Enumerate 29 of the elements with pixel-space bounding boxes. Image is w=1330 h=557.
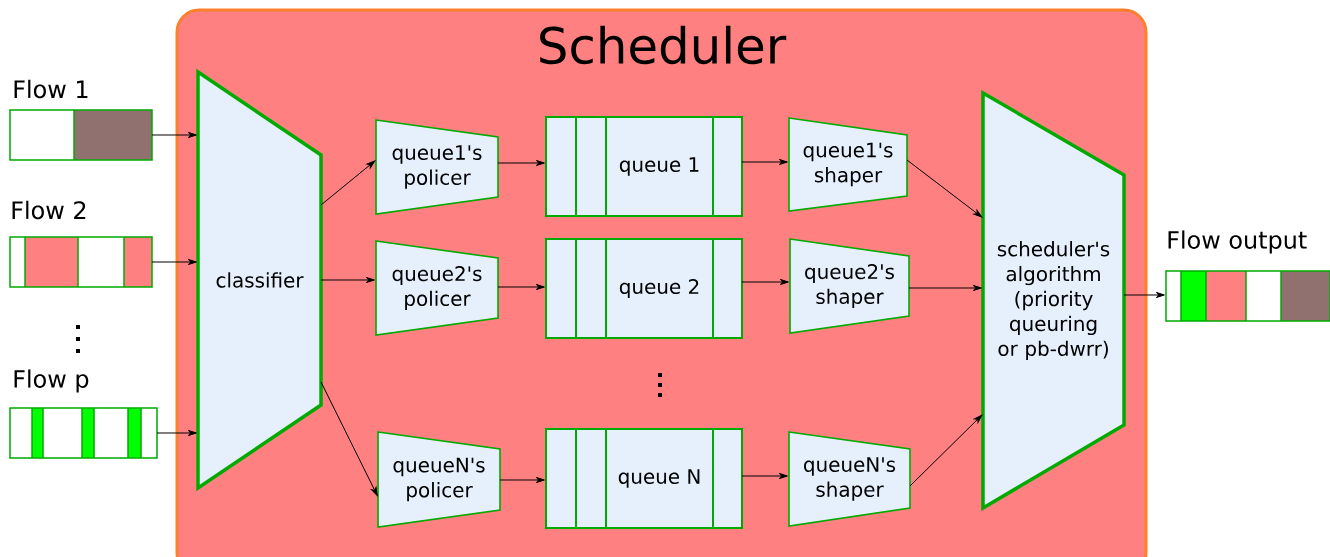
- arrow: [908, 284, 982, 291]
- policer-trapezoid: queueN's policer: [377, 431, 501, 528]
- policer-trapezoid: queue2's policer: [375, 240, 499, 336]
- arrow: [499, 476, 545, 483]
- arrow: [497, 159, 545, 166]
- arrow: [156, 429, 197, 436]
- flow-label: Flow p: [14, 369, 89, 393]
- arrow: [906, 159, 983, 218]
- flow-label: Flow output: [1168, 230, 1307, 254]
- shaper-trapezoid: queue2's shaper: [789, 238, 910, 334]
- shaper-trapezoid: queueN's shaper: [788, 431, 911, 527]
- arrow: [497, 283, 545, 290]
- flow-label: Flow 2: [12, 200, 86, 220]
- arrow: [741, 278, 789, 285]
- arrow: [320, 381, 378, 496]
- arrow: [151, 131, 197, 138]
- arrow: [320, 160, 376, 206]
- arrow: [151, 258, 197, 265]
- policer-trapezoid: queue1's policer: [375, 119, 499, 215]
- flow-label: Flow 1: [14, 79, 88, 99]
- queue-box: queue 2: [545, 238, 743, 339]
- arrow: [741, 158, 788, 165]
- queue-box: queue N: [545, 428, 743, 529]
- arrow: [320, 276, 375, 283]
- arrow: [741, 472, 788, 479]
- arrow: [909, 414, 983, 487]
- shaper-trapezoid: queue1's shaper: [788, 117, 908, 212]
- queue-box: queue 1: [545, 116, 743, 217]
- arrow: [1123, 291, 1165, 298]
